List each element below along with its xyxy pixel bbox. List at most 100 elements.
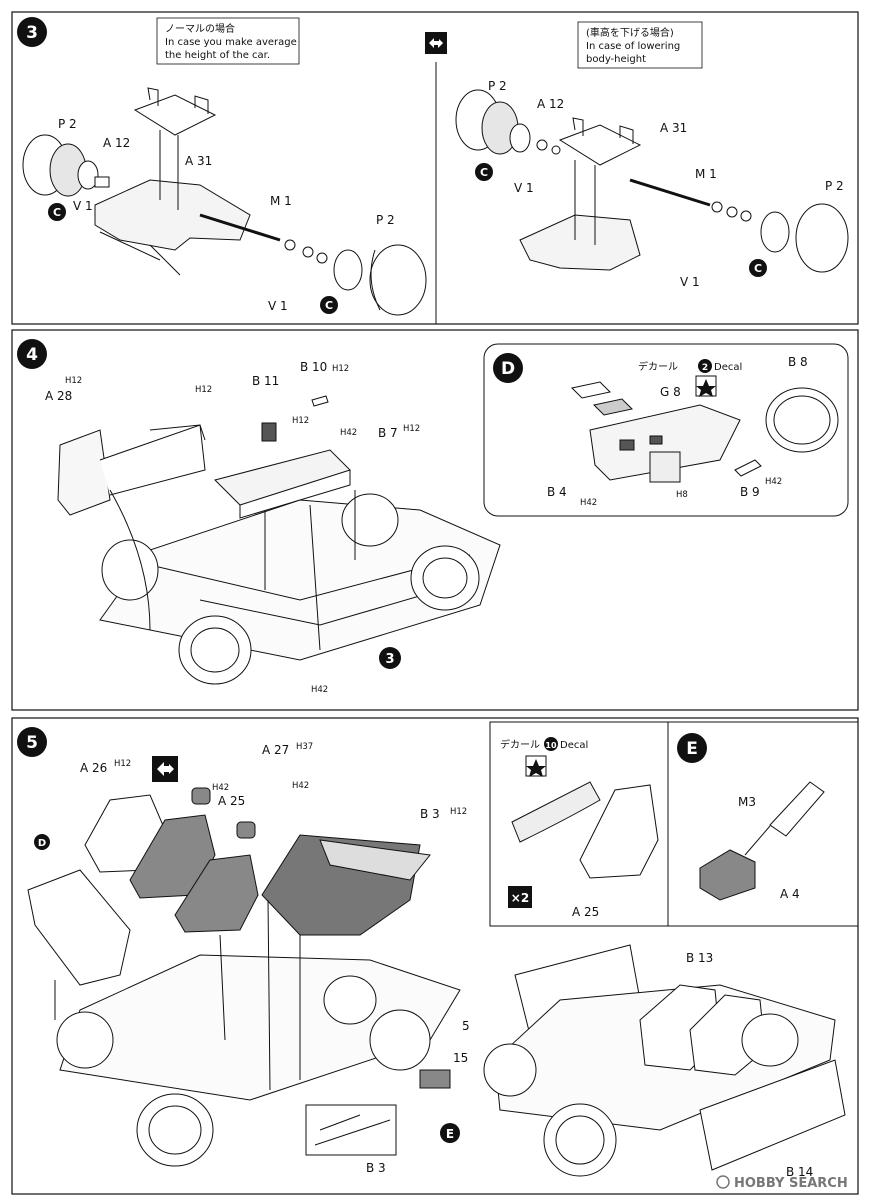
lower-note-line2: body-height bbox=[586, 54, 646, 65]
label-v1-right-a: V 1 bbox=[514, 181, 534, 195]
paint-h12: H12 bbox=[195, 385, 212, 395]
label-p2-right-b: P 2 bbox=[825, 179, 844, 193]
paint-h8: H8 bbox=[676, 490, 688, 500]
step-number-badge bbox=[17, 339, 47, 369]
hobbysearch-logo-icon bbox=[716, 1175, 730, 1189]
paint-h42: H42 bbox=[311, 685, 328, 695]
ref-c-right-a: C bbox=[480, 166, 488, 179]
step5-panel: 5 bbox=[11, 717, 859, 1195]
label-b9: B 9 bbox=[740, 485, 760, 499]
paint-h12: H12 bbox=[450, 807, 467, 817]
ref-d-badge bbox=[34, 834, 50, 850]
ref-c-badge bbox=[749, 259, 767, 277]
multiplier-badge bbox=[508, 886, 532, 908]
axle-assembly-lowered bbox=[455, 89, 849, 273]
label-b3: B 3 bbox=[420, 807, 440, 821]
label-a31-left: A 31 bbox=[185, 154, 212, 168]
axle-assembly-normal bbox=[22, 87, 427, 316]
lower-note-line1: In case of lowering bbox=[586, 41, 680, 52]
paint-h37: H37 bbox=[296, 742, 313, 752]
label-a28: A 28 bbox=[45, 389, 72, 403]
decal-label-en: Decal bbox=[714, 362, 742, 373]
label-b3-inset: B 3 bbox=[366, 1161, 386, 1175]
label-b8: B 8 bbox=[788, 355, 808, 369]
ref-c-badge bbox=[48, 203, 66, 221]
decal-number: 10 bbox=[545, 741, 557, 750]
part-e-drawing bbox=[699, 781, 825, 901]
ref-c-right-b: C bbox=[754, 262, 762, 275]
watermark-text: HOBBY SEARCH bbox=[734, 1176, 848, 1191]
ref-c-badge bbox=[475, 163, 493, 181]
paint-h42: H42 bbox=[580, 498, 597, 508]
label-a27: A 27 bbox=[262, 743, 289, 757]
label-p2-right: P 2 bbox=[488, 79, 507, 93]
ref-e-badge bbox=[440, 1123, 460, 1143]
final-assembly-drawing bbox=[483, 944, 846, 1177]
normal-note-box bbox=[156, 17, 300, 65]
ref-step3: 3 bbox=[385, 652, 394, 667]
decal-label-jp: デカール bbox=[638, 360, 678, 373]
ref-c-badge bbox=[320, 296, 338, 314]
chassis-interior-drawing bbox=[57, 395, 501, 685]
paint-h12: H12 bbox=[65, 376, 82, 386]
step-number-badge bbox=[17, 727, 47, 757]
paint-h12: H12 bbox=[292, 416, 309, 426]
dashboard-drawing bbox=[570, 381, 839, 483]
lower-note-jp: (車高を下げる場合) bbox=[586, 26, 674, 39]
label-m1-left: M 1 bbox=[270, 194, 292, 208]
label-b13: B 13 bbox=[686, 951, 713, 965]
label-a31-right: A 31 bbox=[660, 121, 687, 135]
multiplier: ×2 bbox=[511, 891, 529, 905]
normal-note-line1: In case you make average bbox=[165, 37, 297, 48]
decal-number: 2 bbox=[702, 363, 708, 373]
label-v1-right-b: V 1 bbox=[680, 275, 700, 289]
paint-h12: H12 bbox=[114, 759, 131, 769]
decal-number-badge bbox=[698, 359, 712, 373]
paint-h42: H42 bbox=[292, 781, 309, 791]
paint-h42: H42 bbox=[212, 783, 229, 793]
label-p2-left-b: P 2 bbox=[376, 213, 395, 227]
paint-h42: H42 bbox=[765, 477, 782, 487]
label-v1-left-a: V 1 bbox=[73, 199, 93, 213]
ref-d: D bbox=[38, 838, 46, 849]
paint-h42: H42 bbox=[340, 428, 357, 438]
step-ref-badge bbox=[379, 647, 401, 669]
dimension-5: 5 bbox=[462, 1019, 470, 1033]
label-a26: A 26 bbox=[80, 761, 107, 775]
dimension-15: 15 bbox=[453, 1051, 468, 1065]
swap-icon bbox=[425, 32, 447, 54]
label-a12-left: A 12 bbox=[103, 136, 130, 150]
label-b14: B 14 bbox=[786, 1165, 813, 1179]
step-letter-badge bbox=[677, 733, 707, 763]
step-letter-badge bbox=[493, 353, 523, 383]
swap-icon bbox=[152, 756, 178, 782]
step4-panel: 4 H12 bbox=[11, 329, 859, 711]
ref-c-left-a: C bbox=[53, 206, 61, 219]
label-b10: B 10 bbox=[300, 360, 327, 374]
paint-h12: H12 bbox=[332, 364, 349, 374]
paint-h12: H12 bbox=[403, 424, 420, 434]
step3-panel: 3 ノーマルの場合 In case you make average the h… bbox=[11, 11, 859, 325]
label-v1-left-b: V 1 bbox=[268, 299, 288, 313]
ref-e: E bbox=[446, 1127, 454, 1141]
watermark: HOBBY SEARCH bbox=[716, 1175, 848, 1191]
label-b7: B 7 bbox=[378, 426, 398, 440]
seat-decal-drawing bbox=[511, 781, 659, 879]
seat-assembly-drawing bbox=[27, 787, 461, 1167]
step-number: 3 bbox=[26, 23, 38, 43]
step-number-badge bbox=[17, 17, 47, 47]
normal-note-jp: ノーマルの場合 bbox=[165, 22, 235, 35]
label-b11: B 11 bbox=[252, 374, 279, 388]
decal-number-badge bbox=[544, 737, 558, 751]
label-m3: M3 bbox=[738, 795, 756, 809]
subpanel-e: E M3 A 4 bbox=[667, 721, 859, 927]
star-icon bbox=[526, 759, 546, 777]
subpanel-decal10: デカール 10 Decal A 25 ×2 bbox=[489, 721, 669, 927]
label-p2-left: P 2 bbox=[58, 117, 77, 131]
subpanel-d: D デカール 2 Decal G 8 B 8 B 4 H42 H8 bbox=[483, 343, 849, 517]
ref-c-left-b: C bbox=[325, 299, 333, 312]
label-a12-right: A 12 bbox=[537, 97, 564, 111]
label-m1-right: M 1 bbox=[695, 167, 717, 181]
step-number: 5 bbox=[26, 733, 38, 753]
